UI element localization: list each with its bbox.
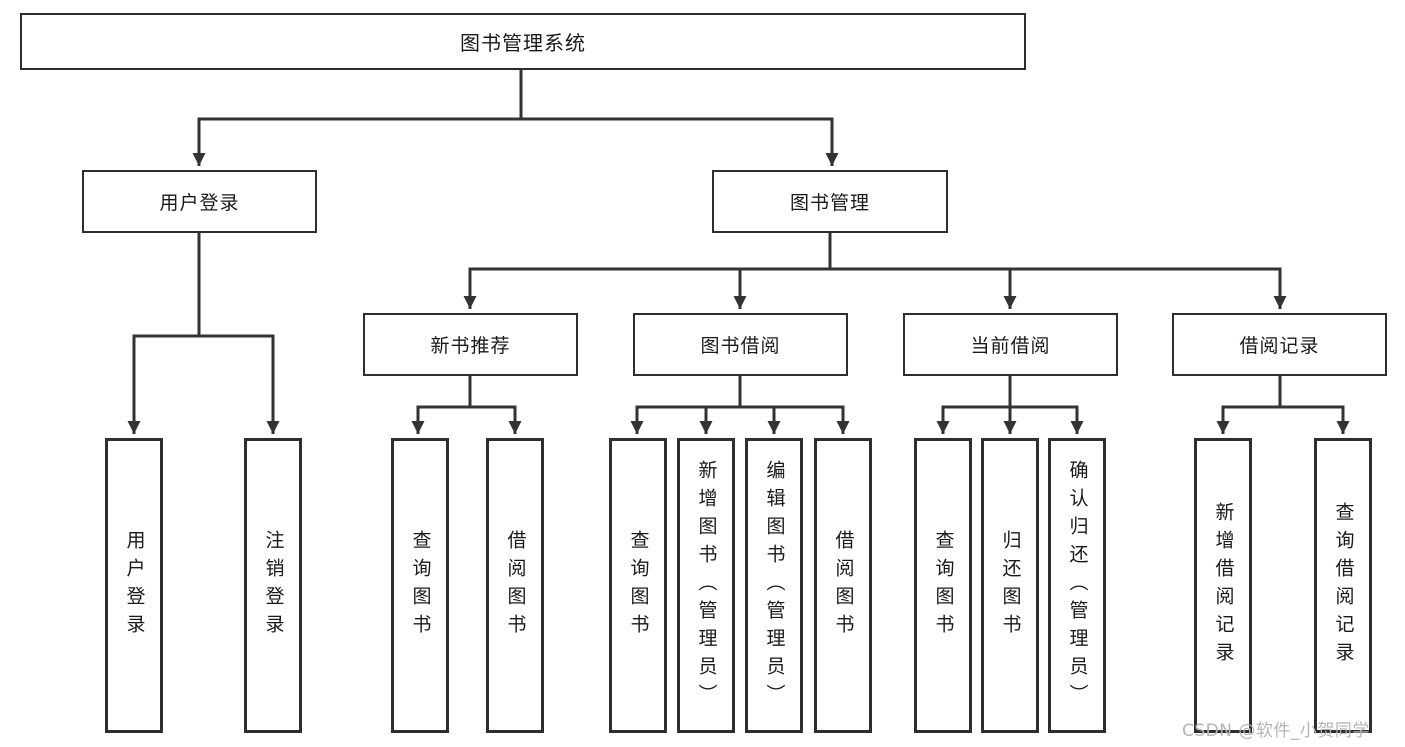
node-leaf-logout: 注销登录: [244, 438, 302, 733]
node-borrow-records: 借阅记录: [1172, 313, 1387, 376]
node-label: 借阅记录: [1239, 335, 1320, 357]
node-leaf-query-borrow-record: 查询借阅记录: [1314, 438, 1372, 733]
node-leaf-add-books-admin: 新增图书（管理员）: [677, 438, 735, 733]
node-leaf-return-books: 归还图书: [981, 438, 1039, 733]
node-label: 新增图书（管理员）: [695, 459, 718, 712]
node-leaf-query-books-3: 查询图书: [914, 438, 972, 733]
node-leaf-borrow-books-2: 借阅图书: [814, 438, 872, 733]
node-current-borrowing: 当前借阅: [903, 313, 1118, 376]
node-label: 新增借阅记录: [1212, 501, 1235, 670]
watermark: CSDN @软件_小贺同学: [1182, 721, 1370, 741]
node-label: 当前借阅: [970, 335, 1051, 357]
node-new-book-recommend: 新书推荐: [363, 313, 578, 376]
node-leaf-user-login: 用户登录: [105, 438, 163, 733]
node-label: 用户登录: [123, 529, 146, 642]
node-label: 图书借阅: [700, 335, 781, 357]
node-label: 编辑图书（管理员）: [763, 459, 786, 712]
node-label: 图书管理: [789, 192, 870, 214]
node-label: 借阅图书: [504, 529, 527, 642]
node-book-management: 图书管理: [712, 170, 948, 233]
node-leaf-query-books-2: 查询图书: [609, 438, 667, 733]
node-label: 用户登录: [159, 192, 240, 214]
node-label: 借阅图书: [832, 529, 855, 642]
node-label: 确认归还（管理员）: [1066, 459, 1089, 712]
node-library-management-system: 图书管理系统: [20, 13, 1026, 70]
node-leaf-query-books-1: 查询图书: [391, 438, 449, 733]
node-label: 归还图书: [999, 529, 1022, 642]
node-label: 查询图书: [627, 529, 650, 642]
node-leaf-add-borrow-record: 新增借阅记录: [1194, 438, 1252, 733]
node-book-borrowing: 图书借阅: [633, 313, 848, 376]
node-label: 新书推荐: [430, 335, 511, 357]
node-label: 查询图书: [409, 529, 432, 642]
node-label: 注销登录: [262, 529, 285, 642]
node-leaf-edit-books-admin: 编辑图书（管理员）: [745, 438, 803, 733]
node-leaf-borrow-books-1: 借阅图书: [486, 438, 544, 733]
node-label: 查询借阅记录: [1332, 501, 1355, 670]
node-label: 查询图书: [932, 529, 955, 642]
node-label: 图书管理系统: [460, 31, 586, 55]
node-user-login: 用户登录: [82, 170, 317, 233]
node-leaf-confirm-return-admin: 确认归还（管理员）: [1048, 438, 1106, 733]
